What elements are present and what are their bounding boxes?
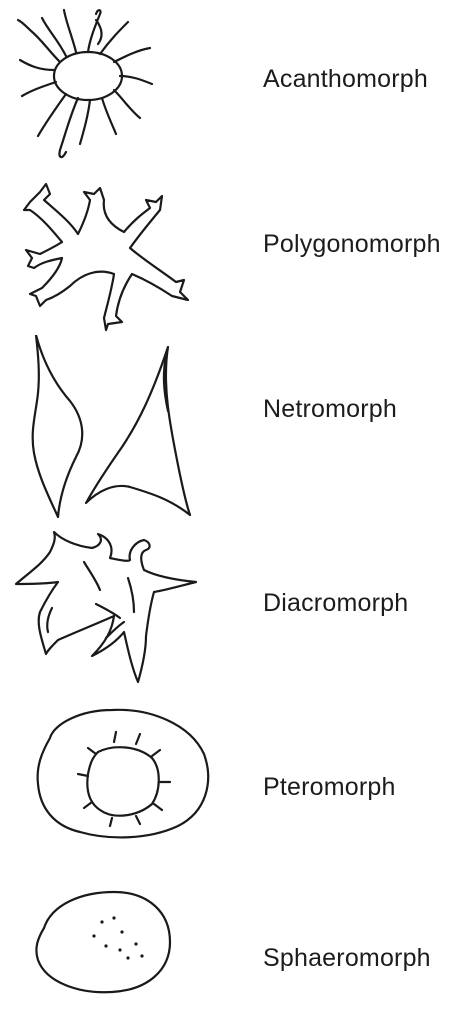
morphotype-row-polygonomorph: Polygonomorph <box>0 170 461 335</box>
morphotype-label: Polygonomorph <box>263 229 441 259</box>
morphotype-label: Pteromorph <box>263 772 396 802</box>
acanthomorph-sketch <box>0 0 240 170</box>
morphotype-row-netromorph: Netromorph <box>0 335 461 520</box>
morphotype-row-diacromorph: Diacromorph <box>0 520 461 690</box>
morphotype-row-sphaeromorph: Sphaeromorph <box>0 860 461 1016</box>
netromorph-sketch <box>0 335 240 520</box>
morphotype-row-acanthomorph: Acanthomorph <box>0 0 461 170</box>
diacromorph-sketch <box>0 520 240 690</box>
sphaeromorph-sketch <box>0 860 240 1016</box>
polygonomorph-sketch <box>0 170 240 335</box>
pteromorph-sketch <box>0 690 240 860</box>
morphotype-label: Acanthomorph <box>263 64 428 94</box>
morphotype-row-pteromorph: Pteromorph <box>0 690 461 860</box>
morphotype-label: Netromorph <box>263 394 397 424</box>
morphotype-label: Sphaeromorph <box>263 943 431 973</box>
morphotype-label: Diacromorph <box>263 588 408 618</box>
